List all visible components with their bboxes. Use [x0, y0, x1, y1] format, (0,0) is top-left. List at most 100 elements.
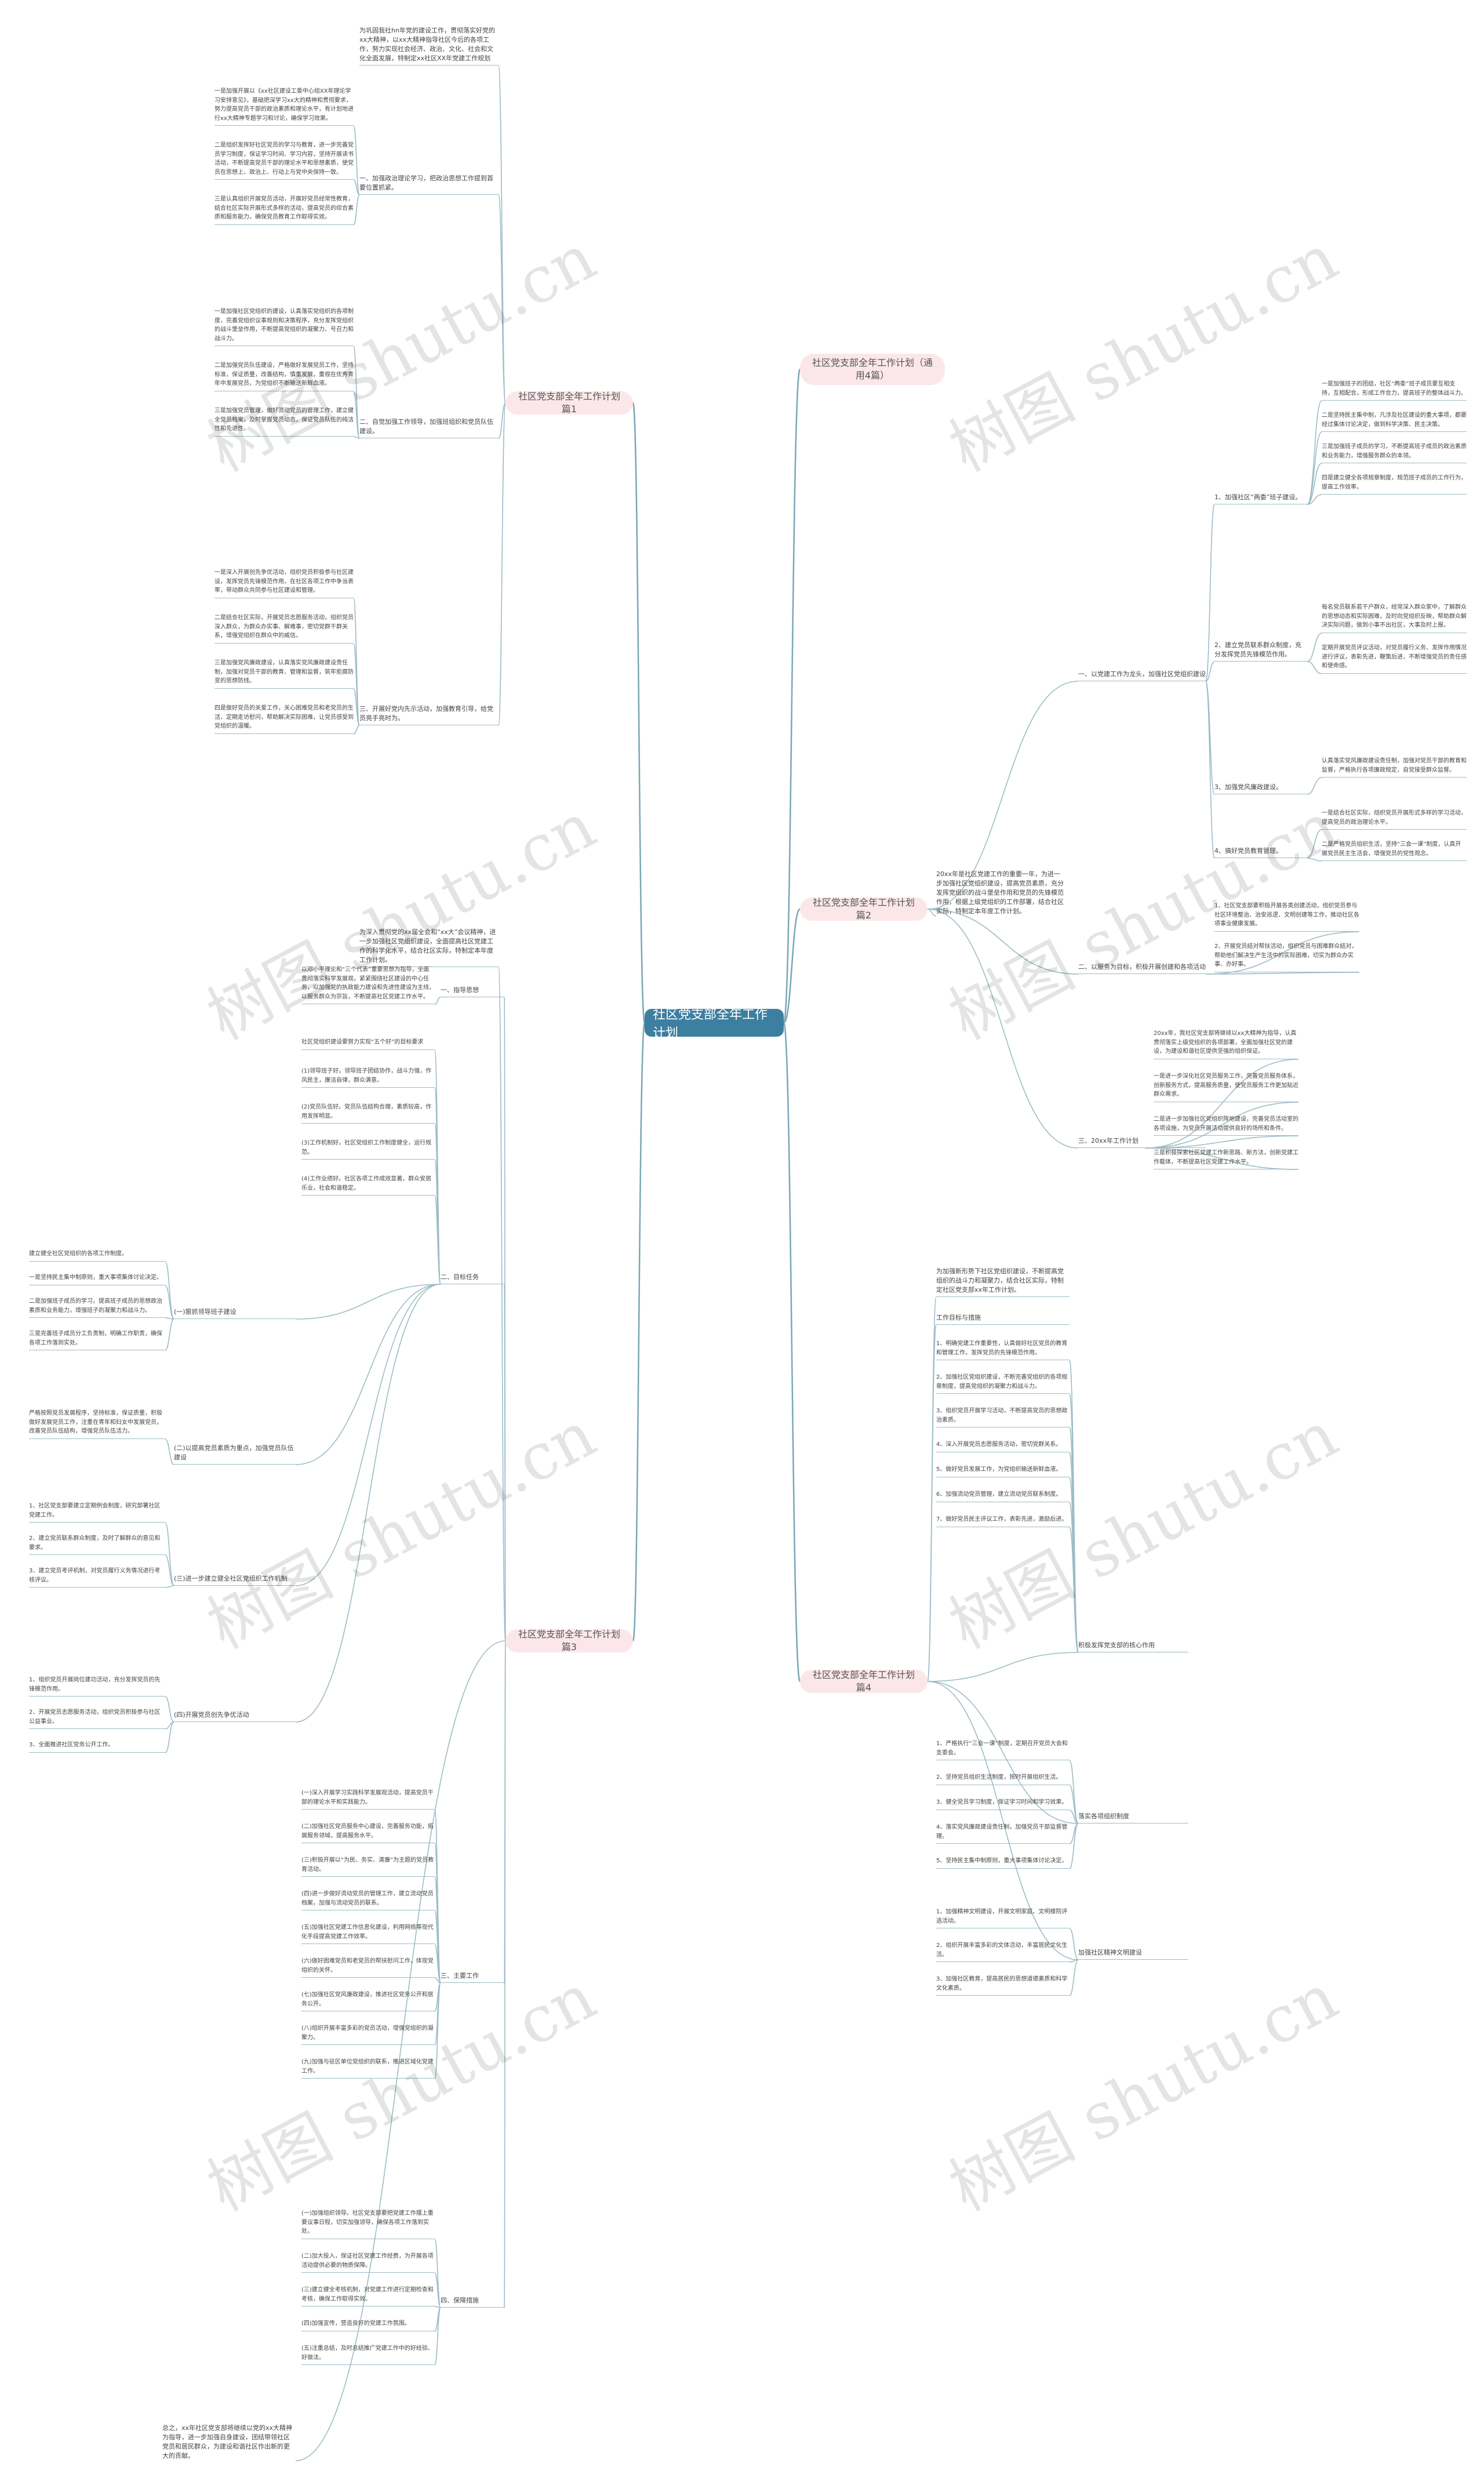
- b4-section-2: 二、目标任务: [441, 1273, 504, 1284]
- connector-line: [927, 1681, 1079, 1960]
- leaf-item: 四是做好党员的关爱工作，关心困难党员和老党员的生活，定期走访慰问，帮助解决实际困…: [214, 704, 354, 734]
- leaf-item: 认真落实党风廉政建设责任制，加强对党员干部的教育和监督，严格执行各项廉政规定，自…: [1322, 757, 1467, 778]
- b5-section-1: 积极发挥党支部的核心作用: [1078, 1641, 1188, 1652]
- connector-line: [498, 65, 506, 404]
- connector-line: [353, 436, 360, 439]
- b3-item-2: 2、建立党员联系群众制度，充分发挥党员先锋模范作用。: [1214, 641, 1307, 662]
- b4-task-group: (一)狠抓领导班子建设: [174, 1307, 296, 1319]
- leaf-item: 二是严格党员组织生活，坚持“三会一课”制度，认真开展党员民主生活会，增强党员的党…: [1322, 840, 1467, 861]
- leaf-item: 三是加强班子成员的学习，不断提高班子成员的政治素质和业务能力，增强服务群众的本领…: [1322, 442, 1467, 463]
- connector-line: [1144, 1059, 1299, 1149]
- connector-line: [295, 1284, 441, 1320]
- b4-work-item: (六)做好困难党员和老党员的帮扶慰问工作，体现党组织的关怀。: [301, 1957, 435, 1978]
- leaf-item: 二是进一步加强社区党组织阵地建设，完善党员活动室的各项设施，为党员开展活动提供良…: [1154, 1115, 1298, 1136]
- connector-line: [1205, 972, 1360, 975]
- connector-line: [1069, 1959, 1079, 1996]
- b4-work-item: (九)加强与驻区单位党组织的联系，推进区域化党建工作。: [301, 2058, 435, 2079]
- leaf-item: 建立健全社区党组织的各项工作制度。: [29, 1249, 165, 1262]
- leaf-item: 1、严格执行“三会一课”制度，定期召开党员大会和支委会。: [936, 1739, 1070, 1760]
- connector-line: [498, 967, 506, 1641]
- connector-line: [353, 194, 360, 226]
- connector-line: [295, 1284, 441, 1586]
- leaf-item: 6、加强流动党员管理，建立流动党员联系制度。: [936, 1490, 1070, 1502]
- b4-task-group: (四)开展党员创先争优活动: [174, 1710, 296, 1722]
- leaf-item: 3、全面推进社区党务公开工作。: [29, 1741, 165, 1753]
- leaf-item: 5、坚持民主集中制原则，重大事项集体讨论决定。: [936, 1857, 1070, 1869]
- b4-work-item: (五)加强社区党建工作信息化建设，利用网络等现代化手段提高党建工作效率。: [301, 1923, 435, 1944]
- leaf-item: 一是坚持民主集中制原则，重大事项集体讨论决定。: [29, 1273, 165, 1285]
- leaf-item: 2、建立党员联系群众制度，及时了解群众的意见和要求。: [29, 1534, 165, 1555]
- leaf-item: 4、深入开展党员志愿服务活动，密切党群关系。: [936, 1440, 1070, 1452]
- leaf-item: 四是建立健全各项规章制度，规范班子成员的工作行为，提高工作效率。: [1322, 474, 1467, 495]
- connector-line: [1069, 1928, 1079, 1960]
- connector-line: [353, 688, 360, 726]
- leaf-item: 3、健全党员学习制度，保证学习时间和学习效果。: [936, 1798, 1070, 1810]
- branch-node-4: 社区党支部全年工作计划 篇3: [505, 1629, 633, 1652]
- b4-section-1: 一、指导思想: [441, 986, 504, 997]
- connector-line: [165, 1318, 174, 1351]
- connector-line: [783, 1022, 801, 1683]
- connector-line: [1307, 661, 1322, 674]
- leaf-item: 二是加强班子成员的学习，提高班子成员的思想政治素质和业务能力，增强班子的凝聚力和…: [29, 1297, 165, 1318]
- b5-section-2: 落实各项组织制度: [1078, 1812, 1188, 1823]
- b4-task-group: (三)进一步建立健全社区党组织工作机制: [174, 1574, 296, 1586]
- connector-line: [498, 402, 506, 439]
- leaf-item: 2、组织开展丰富多彩的文体活动，丰富居民文化生活。: [936, 1941, 1070, 1962]
- connector-line: [295, 1284, 441, 1723]
- b3-item-1: 1、加强社区“两委”班子建设。: [1214, 493, 1307, 504]
- leaf-item: 三是认真组织开展党员活动，开展好党员经常性教育，结合社区实际开展形式多样的活动，…: [214, 195, 354, 225]
- leaf-item: 二是结合社区实际，开展党员志愿服务活动，组织党员深入群众，为群众办实事、解难事，…: [214, 613, 354, 644]
- b3-item-4: 4、搞好党员教育管理。: [1214, 847, 1307, 858]
- b3-section-1: 一、以党建工作为龙头，加强社区党组织建设: [1078, 670, 1206, 681]
- b4-work-item: (三)积极开展以“为民、务实、清廉”为主题的党员教育活动。: [301, 1856, 435, 1877]
- b4-work-item: (八)组织开展丰富多彩的党员活动，增强党组织的凝聚力。: [301, 2024, 435, 2045]
- connector-line: [927, 909, 1079, 975]
- leaf-item: 三是加强党风廉政建设，认真落实党风廉政建设责任制，加强对党员干部的教育、管理和监…: [214, 659, 354, 689]
- connector-line: [1307, 829, 1322, 859]
- leaf-item: 1、社区党支部要积极开展各类创建活动，组织党员参与社区环境整治、治安巡逻、文明创…: [1214, 902, 1359, 932]
- connector-line: [1307, 400, 1322, 505]
- leaf-item: 3、建立党员考评机制，对党员履行义务情况进行考核评议。: [29, 1567, 165, 1588]
- b4-work-item: (四)进一步做好流动党员的管理工作，建立流动党员档案，加强与流动党员的联系。: [301, 1890, 435, 1910]
- leaf-item: 4、落实党风廉政建设责任制，加强党员干部监督管理。: [936, 1823, 1070, 1844]
- leaf-item: 20xx年，我社区党支部将继续以xx大精神为指导，认真贯彻落实上级党组织的各项部…: [1154, 1029, 1298, 1059]
- b5-work-label: 工作目标与措施: [936, 1313, 1070, 1325]
- connector-line: [434, 2272, 441, 2308]
- leaf-item: 一是结合社区实际，组织党员开展形式多样的学习活动，提高党员的政治理论水平。: [1322, 809, 1467, 830]
- connector-line: [783, 368, 801, 1024]
- root-node: 社区党支部全年工作计划: [645, 1008, 784, 1041]
- connector-line: [1307, 633, 1322, 662]
- connector-line: [927, 1652, 1079, 1682]
- connector-line: [783, 908, 801, 1024]
- b4-section-3: 三、主要工作: [441, 1971, 504, 1983]
- connector-line: [1069, 1785, 1079, 1824]
- b4-goal-item: (3)工作机制好。社区党组织工作制度健全，运行规范。: [301, 1139, 435, 1160]
- connector-line: [927, 909, 1079, 1149]
- connector-line: [1144, 1102, 1299, 1149]
- b4-goal-item: (2)党员队伍好。党员队伍结构合理，素质较高，作用发挥明显。: [301, 1103, 435, 1124]
- b3-section-3: 三、20xx年工作计划: [1078, 1136, 1206, 1148]
- leaf-item: 2、加强社区党组织建设，不断完善党组织的各项规章制度，提高党组织的凝聚力和战斗力…: [936, 1373, 1070, 1394]
- connector-line: [295, 1640, 506, 2461]
- branch-node-3: 社区党支部全年工作计划 篇2: [800, 897, 928, 921]
- connector-line: [927, 1681, 1079, 1824]
- connector-line: [927, 1324, 937, 1682]
- branch-node-1: 社区党支部全年工作计划 篇1: [505, 391, 633, 415]
- b5-section-3: 加强社区精神文明建设: [1078, 1948, 1188, 1960]
- connector-line: [434, 2307, 441, 2366]
- b4-task-group: (二)以提高党员素质为重点，加强党员队伍建设: [174, 1444, 296, 1465]
- connector-line: [632, 1022, 646, 1642]
- leaf-item: 一是进一步深化社区党员服务工作，完善党员服务体系，创新服务方式，提高服务质量，使…: [1154, 1072, 1298, 1102]
- branch-node-5: 社区党支部全年工作计划 篇4: [800, 1669, 928, 1693]
- leaf-item: 三是积极探索社区党建工作新思路、新方法，创新党建工作载体，不断提高社区党建工作水…: [1154, 1149, 1298, 1169]
- connector-line: [165, 1554, 174, 1586]
- connector-line: [295, 1284, 441, 1465]
- leaf-item: 一是加强班子的团结，社区“两委”班子成员要互相支持，互相配合，形成工作合力，提高…: [1322, 380, 1467, 401]
- connector-line: [165, 1522, 174, 1586]
- b4-guarantee-item: (二)加大投入，保证社区党建工作经费，为开展各项活动提供必要的物质保障。: [301, 2252, 435, 2273]
- connector-line: [1307, 463, 1322, 505]
- leaf-item: 每名党员联系若干户群众，经常深入群众家中，了解群众的思想动态和实际困难，及时向党…: [1322, 603, 1467, 633]
- b3-item-3: 3、加强党风廉政建设。: [1214, 783, 1307, 794]
- b3-section-2: 二、以服务为目标，积极开展创建和各项活动: [1078, 962, 1206, 974]
